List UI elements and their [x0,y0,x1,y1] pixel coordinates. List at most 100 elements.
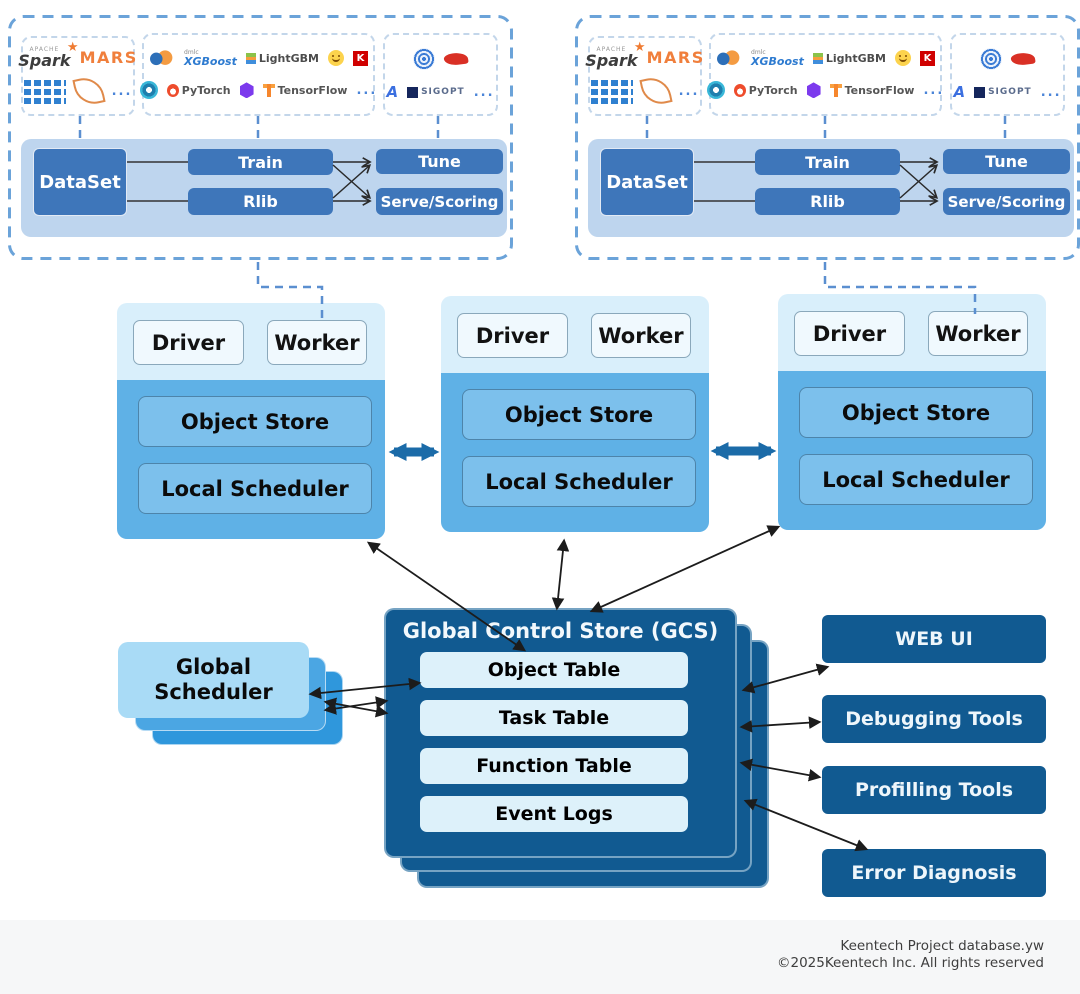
huggingface-icon [894,50,911,67]
spark-logo: APACHE Spark ★ [18,41,78,70]
pytorch-icon [733,83,746,97]
sigopt-logo: SIGOPT [974,86,1032,98]
spiral-logo-icon [413,48,435,70]
worker-box: Worker [591,313,691,358]
web-ui-box: WEB UI [822,615,1046,663]
gcs-title: Global Control Store (GCS) [402,619,719,643]
leaf-logo-icon [71,74,106,108]
sigopt-icon [407,86,419,98]
local-scheduler-box: Local Scheduler [138,463,372,514]
object-store-box: Object Store [138,396,372,447]
object-table-row: Object Table [420,652,688,688]
tensorflow-icon [829,83,842,97]
serve-scoring-box: Serve/Scoring [376,188,503,215]
ellipsis: ... [111,83,133,99]
task-table-row: Task Table [420,700,688,736]
spark-logo: APACHE Spark ★ [585,41,645,70]
data-frameworks-box: APACHE Spark ★ MARS ... [585,36,705,116]
logo-row: A SIGOPT ... [386,83,494,101]
tuning-frameworks-box: A SIGOPT ... [950,33,1065,116]
xgboost-label: XGBoost [751,54,804,68]
train-box: Train [755,149,900,175]
horovod-icon [139,81,158,100]
footer-line-1: Keentech Project database.yw [840,938,1044,954]
logo-row: dmlc XGBoost LightGBM K [716,49,935,68]
lightgbm-icon [245,52,256,64]
pytorch-label: PyTorch [181,83,231,97]
ellipsis: ... [923,82,945,98]
function-table-row: Function Table [420,748,688,784]
xgboost-logo: dmlc XGBoost [184,49,237,68]
sigopt-logo: SIGOPT [407,86,465,98]
logo-row: PyTorch TensorFlow ... [139,81,378,100]
cluster-2: APACHE Spark ★ MARS ... dmlc XGBoost [575,15,1080,260]
red-wing-logo-icon [1010,51,1036,67]
lightgbm-logo: LightGBM [812,51,886,65]
tensorflow-label: TensorFlow [277,83,348,97]
error-diagnosis-box: Error Diagnosis [822,849,1046,897]
logo-row [413,48,469,70]
sigopt-icon [974,86,986,98]
footer-line-2: ©2025Keentech Inc. All rights reserved [776,955,1044,971]
tune-box: Tune [943,149,1070,174]
spiral-logo-icon [980,48,1002,70]
logo-row: ... [23,74,133,108]
ellipsis: ... [678,83,700,99]
pytorch-logo: PyTorch [166,83,231,97]
ellipsis: ... [1040,84,1062,100]
xgboost-label: XGBoost [184,54,237,68]
lightgbm-logo: LightGBM [245,51,319,65]
tuning-frameworks-box: A SIGOPT ... [383,33,498,116]
gcs-box: Global Control Store (GCS) Object Table … [384,608,737,858]
dask-logo-icon [149,49,176,67]
xgboost-logo: dmlc XGBoost [751,49,804,68]
grid-logo-icon [23,78,66,104]
logo-row: dmlc XGBoost LightGBM K [149,49,368,68]
spark-label: Spark [585,50,638,70]
ray-libraries-panel: DataSet Train Rlib Tune Serve/Scoring [21,139,507,237]
cluster-1: APACHE Spark ★ MARS ... dmlc XGBoost [8,15,513,260]
spark-star-icon: ★ [66,39,79,55]
lightgbm-label: LightGBM [258,51,319,65]
logo-row: APACHE Spark ★ MARS [18,41,138,70]
tensorflow-label: TensorFlow [844,83,915,97]
pytorch-label: PyTorch [748,83,798,97]
horovod-icon [706,81,725,100]
rlib-box: Rlib [188,188,333,215]
spark-label: Spark [18,50,71,70]
driver-box: Driver [794,311,905,356]
sigopt-label: SIGOPT [421,87,465,97]
mars-logo: MARS [646,48,705,68]
sigopt-label: SIGOPT [988,87,1032,97]
event-logs-row: Event Logs [420,796,688,832]
worker-box: Worker [267,320,367,365]
logo-row: A SIGOPT ... [953,83,1061,101]
worker-node-1: Driver Worker Object Store Local Schedul… [117,303,385,539]
dask-logo-icon [716,49,743,67]
driver-box: Driver [457,313,568,358]
logo-row: APACHE Spark ★ MARS [585,41,705,70]
mars-logo: MARS [79,48,138,68]
footer-band [0,920,1080,994]
rlib-box: Rlib [755,188,900,215]
lightgbm-label: LightGBM [825,51,886,65]
keras-icon: K [352,50,368,66]
ellipsis: ... [356,82,378,98]
logo-row: PyTorch TensorFlow ... [706,81,945,100]
pytorch-logo: PyTorch [733,83,798,97]
tune-box: Tune [376,149,503,174]
worker-node-2: Driver Worker Object Store Local Schedul… [441,296,709,532]
train-box: Train [188,149,333,175]
leaf-logo-icon [638,74,673,108]
spark-star-icon: ★ [633,39,646,55]
ax-logo-icon: A [386,83,399,101]
local-scheduler-box: Local Scheduler [462,456,696,507]
training-frameworks-box: dmlc XGBoost LightGBM K PyTorch [706,33,945,116]
object-store-box: Object Store [799,387,1033,438]
data-frameworks-box: APACHE Spark ★ MARS ... [18,36,138,116]
logo-row [980,48,1036,70]
tensorflow-logo: TensorFlow [829,83,915,97]
tensorflow-icon [262,83,275,97]
ray-libraries-panel: DataSet Train Rlib Tune Serve/Scoring [588,139,1074,237]
